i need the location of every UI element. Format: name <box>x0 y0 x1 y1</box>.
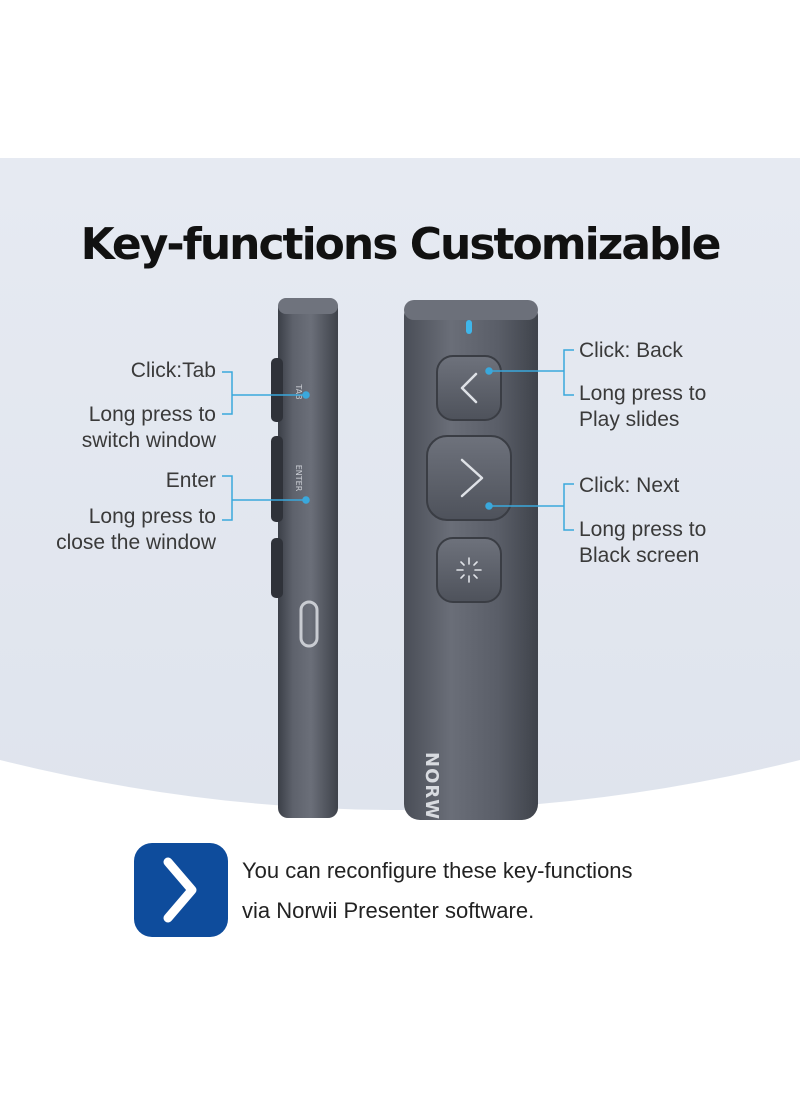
back-longpress-label-1: Long press to <box>579 382 707 405</box>
page-title: Key-functions Customizable <box>80 219 722 271</box>
enter-longpress-label-2: close the window <box>56 531 216 554</box>
tab-longpress-label-2: switch window <box>81 429 216 452</box>
next-longpress-label-2: Black screen <box>579 544 700 567</box>
back-button[interactable] <box>436 355 502 421</box>
enter-click-label: Enter <box>165 469 216 492</box>
status-led <box>466 320 472 334</box>
chevron-left-icon <box>460 372 478 404</box>
back-longpress-label-2: Play slides <box>579 408 680 431</box>
enter-longpress-label-1: Long press to <box>88 505 216 528</box>
tab-side-button <box>271 358 283 422</box>
laser-button[interactable] <box>436 537 502 603</box>
enter-engraving: ENTER <box>294 465 303 492</box>
brand-logo: NORW <box>421 752 442 820</box>
tab-engraving: TAB <box>294 383 303 399</box>
next-button[interactable] <box>426 435 512 521</box>
back-click-label: Click: Back <box>579 339 683 362</box>
usb-c-port <box>299 600 319 648</box>
footer-line-2: via Norwii Presenter software. <box>242 898 535 923</box>
tab-click-label: Click:Tab <box>130 359 216 382</box>
side-body <box>278 298 338 818</box>
next-click-label: Click: Next <box>579 474 680 497</box>
footer-line-1: You can reconfigure these key-functions <box>242 858 633 883</box>
next-longpress-label-1: Long press to <box>579 518 707 541</box>
third-side-button <box>271 538 283 598</box>
tab-longpress-label-1: Long press to <box>88 403 216 426</box>
chevron-right-icon <box>163 857 197 923</box>
chevron-right-icon <box>460 458 484 498</box>
side-top-cap <box>278 298 338 314</box>
sparkle-icon <box>456 557 482 583</box>
